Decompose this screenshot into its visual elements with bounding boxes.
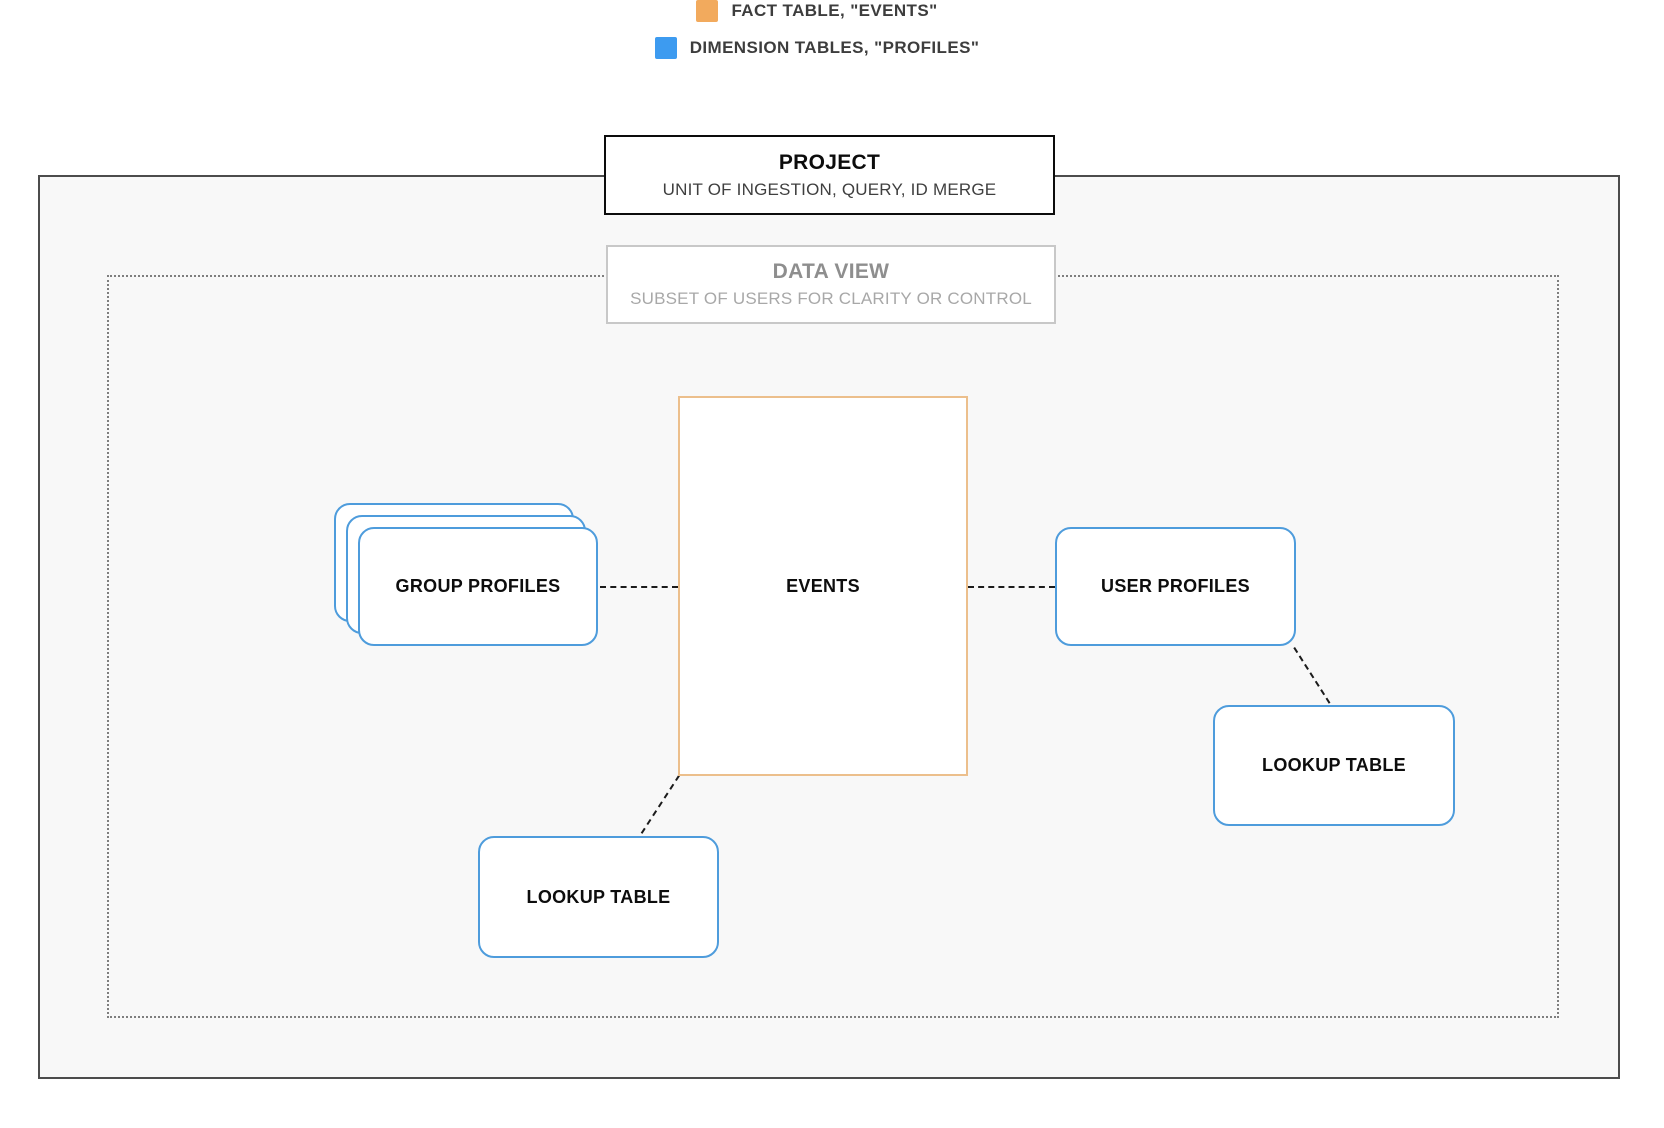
legend-item-fact-table: FACT TABLE, "EVENTS" [696,0,937,22]
legend-item-dimension-tables: DIMENSION TABLES, "PROFILES" [654,37,980,59]
project-title: PROJECT [778,150,881,174]
fact-table-color-swatch-icon [696,0,719,22]
group-profiles-label: GROUP PROFILES [395,576,561,596]
legend: FACT TABLE, "EVENTS" DIMENSION TABLES, "… [0,0,1634,59]
node-user-profiles: USER PROFILES [1055,527,1296,646]
node-group-profiles: GROUP PROFILES [358,527,598,646]
dimension-tables-legend-label: DIMENSION TABLES, "PROFILES" [689,38,980,57]
node-events: EVENTS [678,396,968,776]
fact-table-legend-label: FACT TABLE, "EVENTS" [731,1,938,20]
data-view-box: DATA VIEW SUBSET OF USERS FOR CLARITY OR… [606,245,1056,324]
data-view-title: DATA VIEW [772,260,890,283]
events-label: EVENTS [786,575,860,596]
node-lookup-table-bottom: LOOKUP TABLE [478,836,719,958]
lookup-table-right-label: LOOKUP TABLE [1262,755,1406,775]
project-subtitle: UNIT OF INGESTION, QUERY, ID MERGE [662,179,997,199]
project-box: PROJECT UNIT OF INGESTION, QUERY, ID MER… [604,135,1055,215]
node-lookup-table-right: LOOKUP TABLE [1213,705,1455,826]
dimension-tables-color-swatch-icon [654,37,677,59]
data-view-subtitle: SUBSET OF USERS FOR CLARITY OR CONTROL [630,289,1032,308]
user-profiles-label: USER PROFILES [1101,576,1250,596]
connector-group-profiles-events [600,586,678,588]
connector-events-user-profiles [968,586,1055,588]
lookup-table-bottom-label: LOOKUP TABLE [526,886,671,907]
